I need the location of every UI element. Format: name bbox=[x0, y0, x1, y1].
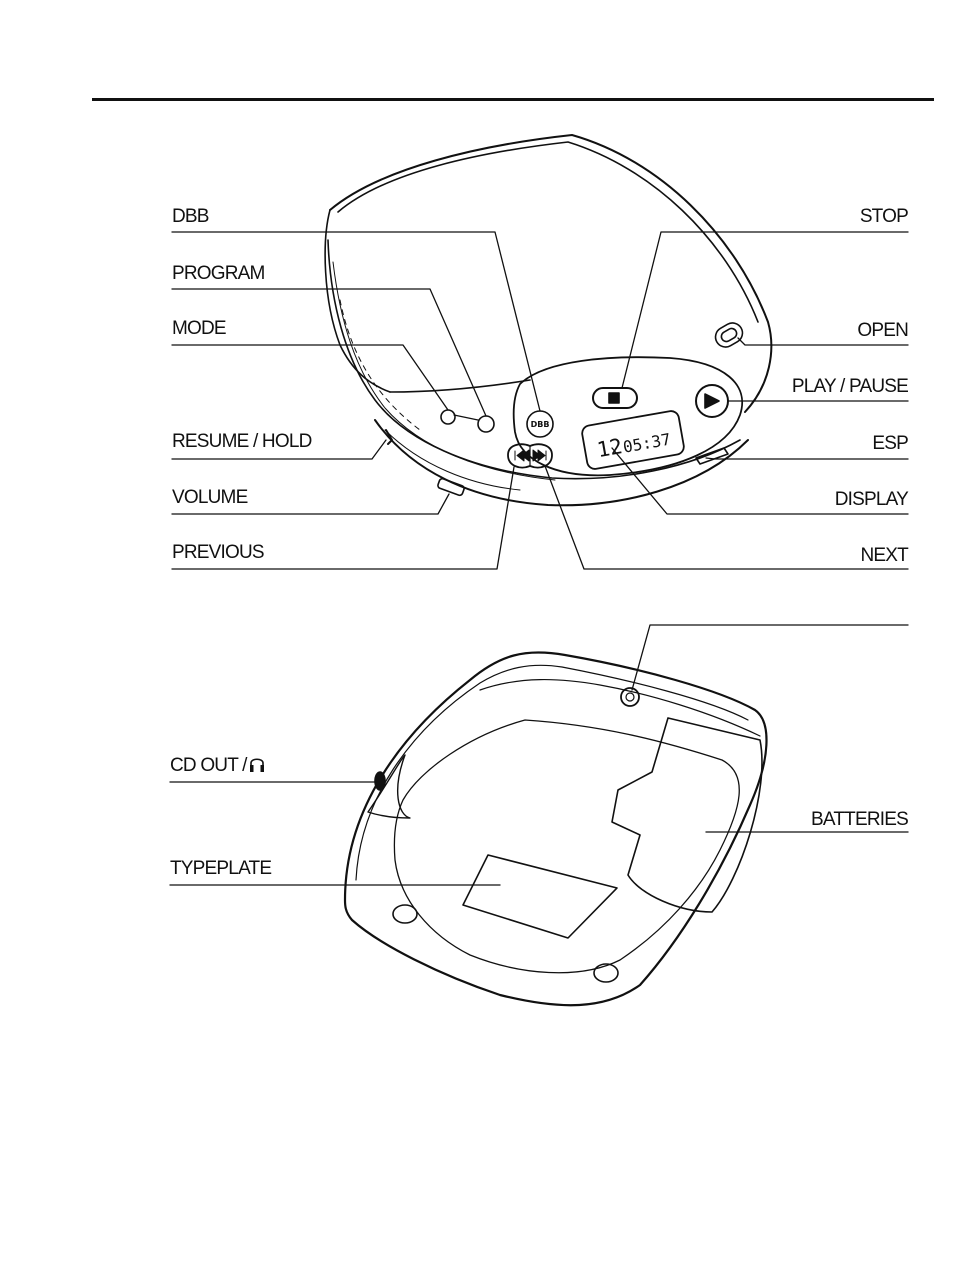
back-leaders bbox=[170, 625, 908, 885]
typeplate-panel bbox=[463, 855, 617, 938]
rubber-foot bbox=[393, 905, 417, 923]
label-program: PROGRAM bbox=[172, 263, 265, 285]
label-esp: ESP bbox=[872, 433, 908, 455]
label-dbb: DBB bbox=[172, 206, 209, 228]
label-volume: VOLUME bbox=[172, 487, 247, 509]
play-triangle-icon bbox=[705, 394, 719, 408]
label-cd-out-text: CD OUT / bbox=[170, 755, 247, 776]
label-display: DISPLAY bbox=[835, 489, 908, 511]
rubber-foot bbox=[594, 964, 618, 982]
label-mode: MODE bbox=[172, 318, 226, 340]
label-play-pause: PLAY / PAUSE bbox=[792, 376, 908, 398]
program-button[interactable] bbox=[478, 416, 494, 432]
label-typeplate: TYPEPLATE bbox=[170, 858, 271, 880]
battery-door[interactable] bbox=[612, 718, 762, 912]
dbb-button-text: DBB bbox=[531, 420, 550, 429]
lcd-track-number: 12 bbox=[595, 434, 624, 462]
label-open: OPEN bbox=[857, 320, 908, 342]
play-pause-button[interactable] bbox=[696, 385, 728, 417]
stop-button[interactable] bbox=[593, 388, 637, 408]
cd-out-jack[interactable] bbox=[375, 772, 385, 790]
lcd-time-readout: 05:37 bbox=[621, 430, 672, 457]
skip-forward-icon bbox=[533, 450, 546, 461]
label-resume-hold: RESUME / HOLD bbox=[172, 431, 312, 453]
label-previous: PREVIOUS bbox=[172, 542, 264, 564]
front-player-body bbox=[325, 135, 771, 505]
mode-button[interactable] bbox=[441, 410, 455, 424]
back-player-body bbox=[345, 652, 766, 1005]
label-batteries: BATTERIES bbox=[811, 809, 908, 831]
next-button[interactable] bbox=[533, 450, 546, 461]
headphone-icon bbox=[249, 755, 265, 779]
skip-back-icon bbox=[515, 450, 529, 461]
previous-button[interactable] bbox=[515, 450, 529, 461]
stop-square-icon bbox=[609, 393, 619, 403]
label-stop: STOP bbox=[860, 206, 908, 228]
label-cd-out: CD OUT / bbox=[170, 755, 265, 779]
front-right-leaders bbox=[545, 232, 908, 569]
label-next: NEXT bbox=[861, 545, 908, 567]
